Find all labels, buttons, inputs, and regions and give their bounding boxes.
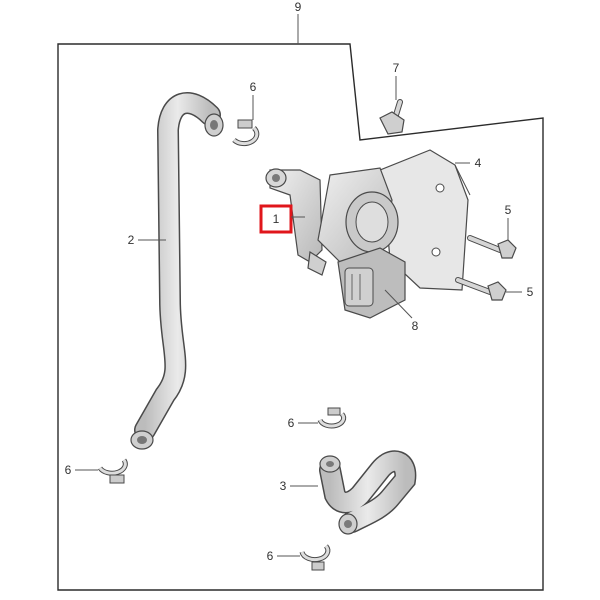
callout-clamp-mid: 6 [288, 416, 295, 430]
callout-screw: 7 [393, 61, 400, 75]
clamp-top [232, 119, 260, 147]
clamp-mid [317, 407, 347, 429]
callout-connector: 8 [412, 319, 419, 333]
assembly-outline [57, 43, 544, 591]
clamp-bottom [299, 544, 331, 571]
clamp-left [97, 458, 128, 484]
water-pump [265, 167, 399, 276]
screw [379, 99, 405, 135]
callout-clamp-bottom: 6 [267, 549, 274, 563]
bolt-b [455, 277, 507, 301]
callout-bolt-a: 5 [505, 203, 512, 217]
callout-hose-long: 2 [128, 233, 135, 247]
connector [337, 247, 406, 319]
bolt-a [467, 235, 517, 259]
hose-u [319, 450, 417, 535]
hose-long [130, 92, 224, 450]
callout-clamp-top: 6 [250, 80, 257, 94]
callout-pump: 1 [273, 212, 280, 226]
callout-assembly: 9 [295, 0, 302, 14]
callout-bolt-b: 5 [527, 285, 534, 299]
callout-clamp-left: 6 [65, 463, 72, 477]
callout-highlight-box [259, 204, 293, 234]
callout-hose-u: 3 [280, 479, 287, 493]
callout-bracket: 4 [475, 156, 482, 170]
